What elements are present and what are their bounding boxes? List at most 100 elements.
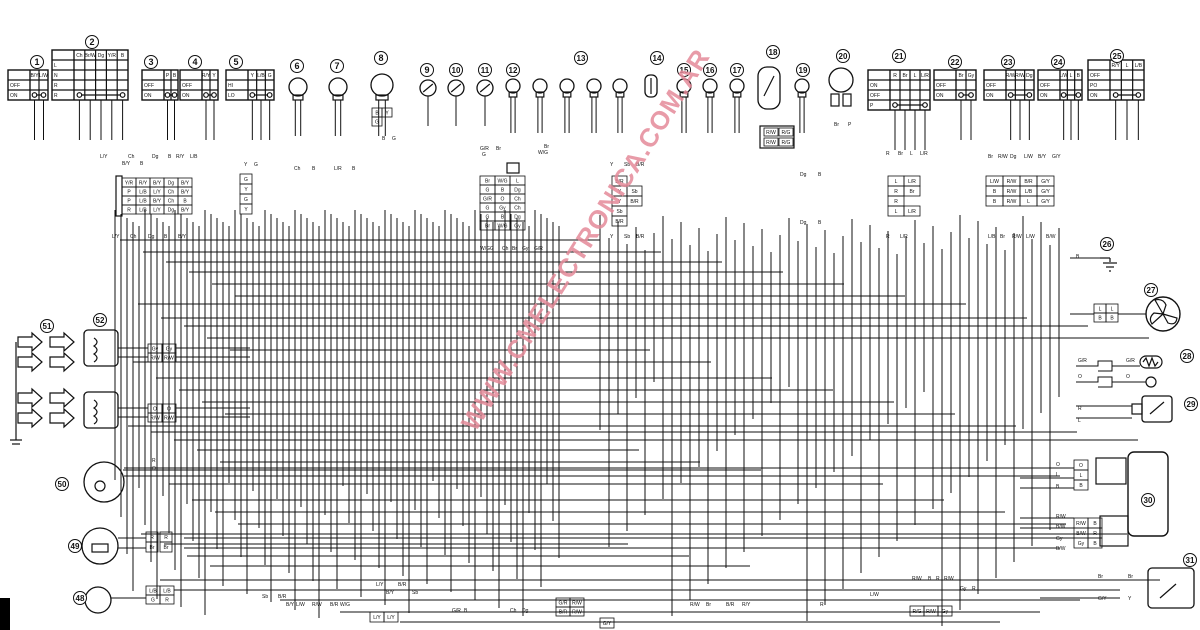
connector-cell xyxy=(1105,312,1119,323)
callout-circle xyxy=(374,51,388,65)
callout-number: 30 xyxy=(1144,496,1153,505)
connector-pin: Ch xyxy=(514,206,521,212)
indicator-16 xyxy=(702,78,718,98)
callout-number: 51 xyxy=(43,322,52,331)
wire-code: Br xyxy=(898,151,903,157)
switch-state-label: OFF xyxy=(870,93,880,99)
connector-pin: Dg xyxy=(168,181,175,187)
connector-left-harness xyxy=(121,177,193,215)
connector-pin: G xyxy=(486,188,490,194)
relay-52b-plug xyxy=(147,403,177,423)
connector-pin: L xyxy=(1111,307,1114,313)
wire-code: Dg xyxy=(148,234,155,240)
callout-number: 23 xyxy=(1004,58,1013,67)
switch-wire-code: Br xyxy=(959,73,964,79)
wire-code: Gy xyxy=(522,246,529,252)
callout: 10 xyxy=(449,63,463,77)
wire-code: Sb xyxy=(412,590,418,596)
connector-cell xyxy=(1036,195,1055,207)
callout-number: 11 xyxy=(481,66,490,75)
indicator-13-3-base xyxy=(589,91,599,98)
components xyxy=(7,49,1195,629)
wire-code: B/W xyxy=(1056,546,1066,552)
plug-dimmer xyxy=(239,173,253,215)
wire-code: R xyxy=(820,602,824,608)
connector-cell xyxy=(177,204,193,215)
switch-state-label: ON xyxy=(936,93,944,99)
sensor-50 xyxy=(83,461,125,503)
lamp-8-headlight-base xyxy=(375,94,389,101)
wire-code: G/Y xyxy=(1052,154,1061,160)
switch-contact xyxy=(1007,92,1014,98)
wire-code: R xyxy=(936,576,940,582)
wire-code: L/R xyxy=(920,151,928,157)
wire-code: G/R xyxy=(480,146,489,152)
connector-pin: L/Y xyxy=(373,615,381,621)
connector-pin: L/R xyxy=(908,209,916,215)
callout-number: 49 xyxy=(71,542,80,551)
gauge-9-dial xyxy=(419,79,437,97)
connector-main-harness xyxy=(479,175,526,231)
connector-pin: W/G xyxy=(498,179,508,185)
wire-code: Y xyxy=(244,162,248,168)
callout-circle xyxy=(1184,397,1198,411)
switch-31 xyxy=(1147,567,1195,609)
callout-number: 9 xyxy=(424,65,429,75)
switch-contact xyxy=(1112,92,1119,98)
wire-code: Br xyxy=(988,154,993,160)
callout-circle xyxy=(1141,493,1155,507)
switch-wire-code: Dg xyxy=(98,53,105,59)
callout: 1 xyxy=(30,55,44,69)
wire-code: B/R xyxy=(278,594,287,600)
control-unit-30 xyxy=(1127,451,1169,537)
wire-code: R/W xyxy=(690,602,700,608)
bottom-plug-d xyxy=(599,617,615,629)
connector-pin: R xyxy=(165,598,169,604)
callout-number: 6 xyxy=(294,61,299,71)
connector-pin: B/Y xyxy=(153,199,162,205)
connector-pin: B xyxy=(375,111,379,117)
lamp-8-headlight xyxy=(370,73,394,101)
wire-code: R xyxy=(886,151,890,157)
wire-code: B/W xyxy=(1046,234,1056,240)
switch-wire-code: G xyxy=(268,73,272,79)
sensor-50-core xyxy=(94,480,106,492)
wire-code: B xyxy=(464,608,468,614)
callout: 31 xyxy=(1183,553,1197,567)
relay-18-connector xyxy=(759,125,795,149)
indicator-15-base xyxy=(679,91,689,98)
switch-contact xyxy=(171,92,178,98)
connector-pin: G xyxy=(375,120,379,126)
switch-state-label: LO xyxy=(228,93,235,99)
connector-pin: B xyxy=(1079,483,1083,489)
fan-27-blades xyxy=(1149,298,1178,325)
switch-wire-code: R xyxy=(893,73,897,79)
connector-pin: Dg xyxy=(514,188,521,194)
wire-code: L/B xyxy=(190,154,198,160)
callout-number: 20 xyxy=(839,52,848,61)
callout: 13 xyxy=(574,51,588,65)
callout-number: 52 xyxy=(96,316,105,325)
switch-contact xyxy=(164,92,171,98)
wire-code: Br xyxy=(834,122,839,128)
connector-pin: L/B xyxy=(149,589,157,595)
connector-pin: Y xyxy=(385,111,389,117)
connector-pin: B/W xyxy=(1076,531,1086,537)
gauge-11 xyxy=(476,79,494,97)
connector-pin: R xyxy=(1093,531,1097,537)
connector-pin: R/W xyxy=(164,416,174,422)
indicator-13-1 xyxy=(532,78,548,98)
wire-code: G xyxy=(482,152,486,158)
switch-29-contact xyxy=(1149,401,1165,415)
callout-number: 27 xyxy=(1147,286,1156,295)
connector-pin: R/W xyxy=(1007,189,1017,195)
switch-contact xyxy=(40,92,47,98)
switch-wire-code: L/B xyxy=(257,73,265,79)
connector-pin: Y xyxy=(618,189,622,195)
connector-cell xyxy=(937,605,953,617)
callout-circle xyxy=(574,51,588,65)
callout-number: 8 xyxy=(378,53,383,63)
switch-wire-code: B xyxy=(121,53,125,59)
wire-code: B xyxy=(140,161,144,167)
wire-code: B xyxy=(1076,254,1080,260)
